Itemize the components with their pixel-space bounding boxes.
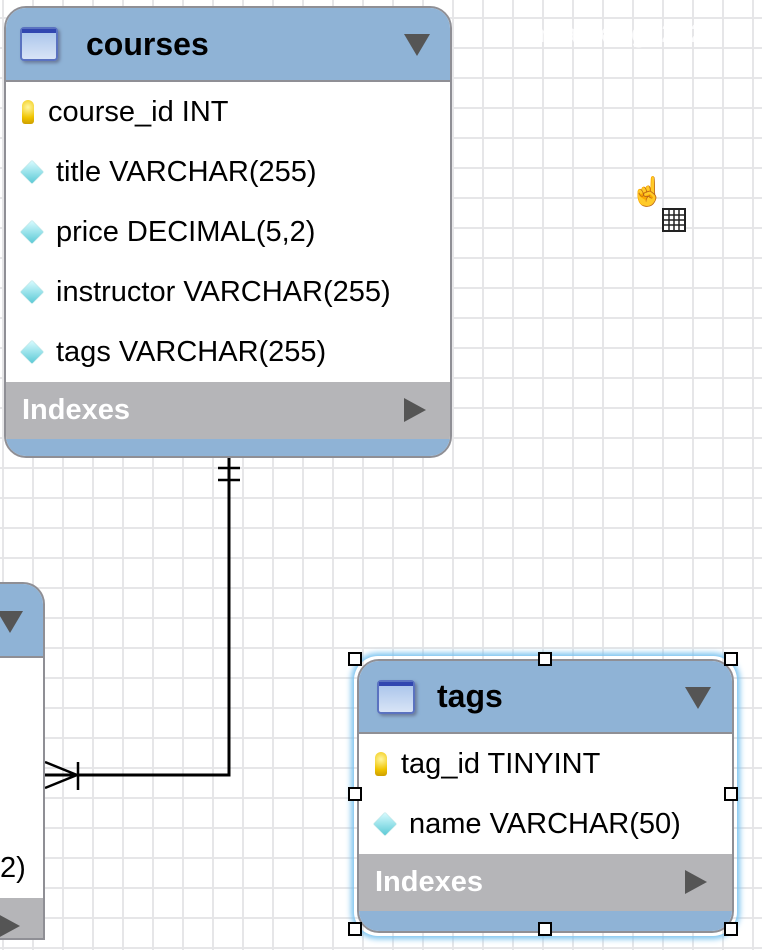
column-row[interactable]: course_id INT (6, 82, 450, 142)
table-tags[interactable]: tags tag_id TINYINT name VARCHAR(50) Ind… (357, 659, 734, 933)
column-label: tag_id TINYINT (401, 747, 601, 780)
resize-handle[interactable] (348, 787, 362, 801)
resize-handle[interactable] (724, 787, 738, 801)
column-diamond-icon (373, 812, 397, 836)
resize-handle[interactable] (538, 652, 552, 666)
table-partial[interactable]: 2) (0, 582, 45, 940)
table-header[interactable]: tags (359, 661, 732, 734)
resize-handle[interactable] (724, 922, 738, 936)
indexes-label: Indexes (22, 394, 130, 426)
collapse-triangle-icon[interactable] (0, 611, 23, 633)
crows-foot (44, 760, 78, 777)
indexes-section[interactable]: Indexes (6, 382, 450, 439)
table-footer (359, 911, 732, 931)
column-diamond-icon (20, 340, 44, 364)
hand-cursor-icon: ☝ (630, 176, 665, 207)
indexes-label: Indexes (375, 866, 483, 898)
table-icon (377, 679, 415, 714)
column-label: price DECIMAL(5,2) (56, 215, 316, 248)
column-row[interactable]: tags VARCHAR(255) (6, 322, 450, 382)
column-row[interactable]: name VARCHAR(50) (359, 794, 732, 854)
column-label: 2) (0, 851, 26, 884)
table-courses[interactable]: courses course_id INT title VARCHAR(255)… (4, 6, 452, 458)
crows-foot (44, 773, 78, 790)
column-label: title VARCHAR(255) (56, 155, 317, 188)
watermark: mranking1212 (530, 18, 705, 48)
indexes-section[interactable] (0, 898, 43, 938)
resize-handle[interactable] (538, 922, 552, 936)
column-label: course_id INT (48, 95, 229, 128)
table-icon (20, 27, 58, 61)
table-cursor-icon (662, 208, 686, 232)
expand-triangle-icon[interactable] (404, 398, 426, 422)
table-name: tags (437, 678, 503, 714)
column-row[interactable]: price DECIMAL(5,2) (6, 202, 450, 262)
column-diamond-icon (20, 280, 44, 304)
column-label: name VARCHAR(50) (409, 807, 681, 840)
column-diamond-icon (20, 160, 44, 184)
column-row[interactable]: 2) (0, 838, 43, 898)
collapse-triangle-icon[interactable] (404, 34, 430, 56)
resize-handle[interactable] (348, 652, 362, 666)
table-header[interactable] (0, 584, 43, 658)
column-label: instructor VARCHAR(255) (56, 275, 391, 308)
resize-handle[interactable] (724, 652, 738, 666)
table-header[interactable]: courses (6, 8, 450, 82)
column-row[interactable]: tag_id TINYINT (359, 734, 732, 794)
resize-handle[interactable] (348, 922, 362, 936)
column-row[interactable]: title VARCHAR(255) (6, 142, 450, 202)
connector-line (45, 457, 231, 777)
expand-triangle-icon[interactable] (0, 914, 20, 938)
primary-key-icon (22, 100, 34, 124)
column-row[interactable]: instructor VARCHAR(255) (6, 262, 450, 322)
table-name: courses (86, 25, 209, 62)
column-diamond-icon (20, 220, 44, 244)
primary-key-icon (375, 752, 387, 776)
table-footer (6, 439, 450, 456)
indexes-section[interactable]: Indexes (359, 854, 732, 911)
expand-triangle-icon[interactable] (685, 870, 707, 894)
collapse-triangle-icon[interactable] (685, 687, 711, 709)
column-label: tags VARCHAR(255) (56, 335, 327, 368)
